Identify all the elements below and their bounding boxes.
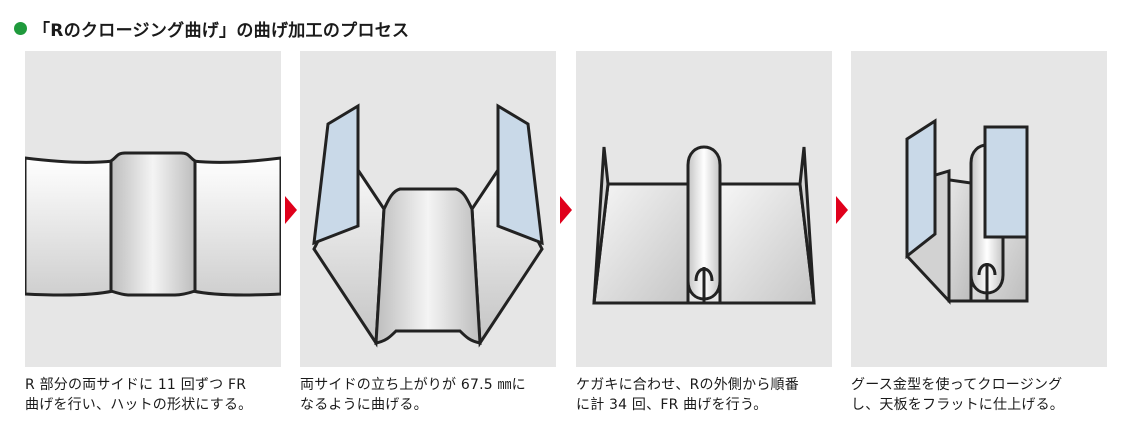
- step-3-caption: ケガキに合わせ、Rの外側から順番 に計 34 回、FR 曲げを行う。: [576, 375, 838, 415]
- step-4-caption-line-2: し、天板をフラットに仕上げる。: [851, 397, 1064, 413]
- step-2-caption-line-1: 両サイドの立ち上がりが 67.5 ㎜に: [300, 377, 526, 393]
- step-2-caption: 両サイドの立ち上がりが 67.5 ㎜に なるように曲げる。: [300, 375, 562, 415]
- step-1-illustration: [25, 51, 281, 367]
- step-3-caption-line-1: ケガキに合わせ、Rの外側から順番: [576, 377, 799, 393]
- section-title: 「Rのクロージング曲げ」の曲げ加工のプロセス: [33, 21, 410, 41]
- step-4-illustration: [851, 51, 1107, 367]
- step-1-caption-line-2: 曲げを行い、ハットの形状にする。: [25, 397, 253, 413]
- green-bullet-icon: [14, 22, 27, 35]
- step-arrow-3-icon: [836, 196, 848, 224]
- step-2-illustration: [300, 51, 556, 367]
- step-4-caption: グース金型を使ってクロージング し、天板をフラットに仕上げる。: [851, 375, 1113, 415]
- step-4-caption-line-1: グース金型を使ってクロージング: [851, 377, 1063, 393]
- step-2-caption-line-2: なるように曲げる。: [300, 397, 428, 413]
- step-1-caption: R 部分の両サイドに 11 回ずつ FR 曲げを行い、ハットの形状にする。: [25, 375, 287, 415]
- step-1-caption-line-1: R 部分の両サイドに 11 回ずつ FR: [25, 377, 247, 393]
- section-header: 「Rのクロージング曲げ」の曲げ加工のプロセス: [14, 16, 409, 41]
- step-3-caption-line-2: に計 34 回、FR 曲げを行う。: [576, 397, 768, 413]
- step-arrow-2-icon: [560, 196, 572, 224]
- step-3-illustration: [576, 51, 832, 367]
- step-arrow-1-icon: [285, 196, 297, 224]
